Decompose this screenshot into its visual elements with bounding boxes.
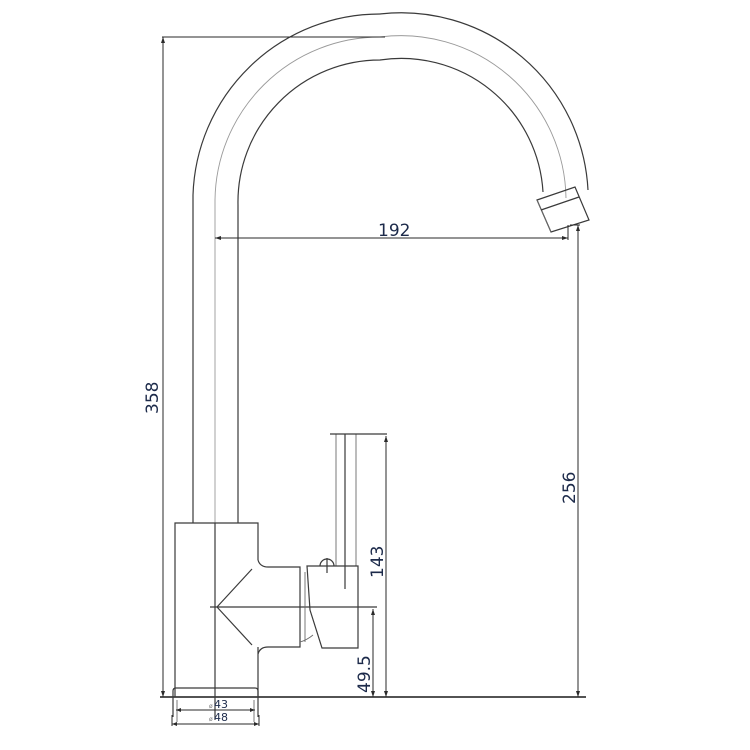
svg-text:ø: ø	[209, 716, 213, 723]
lever-handle	[299, 433, 387, 649]
dimension-143-label: 143	[368, 546, 388, 578]
dimension-43-label: 43	[214, 698, 228, 711]
dimension-base-diameters: ø 43 ø 48	[171, 698, 260, 726]
dimension-192-label: 192	[378, 221, 410, 241]
dimension-spout-reach: 192	[215, 221, 569, 241]
dimension-49-5-label: 49.5	[355, 655, 375, 693]
dimension-256-label: 256	[560, 472, 580, 504]
dimension-handle-height: 143	[368, 436, 388, 697]
dimension-axis-height: 49.5	[355, 609, 375, 697]
spout	[192, 12, 589, 523]
dimension-outlet-height: 256	[560, 224, 580, 697]
spout-aerator	[536, 186, 590, 233]
dimension-358-label: 358	[143, 382, 163, 414]
dimension-total-height: 358	[143, 36, 385, 697]
base-plate	[172, 687, 259, 722]
svg-text:ø: ø	[209, 703, 213, 710]
dimension-48-label: 48	[214, 711, 228, 724]
faucet-body	[174, 522, 377, 720]
